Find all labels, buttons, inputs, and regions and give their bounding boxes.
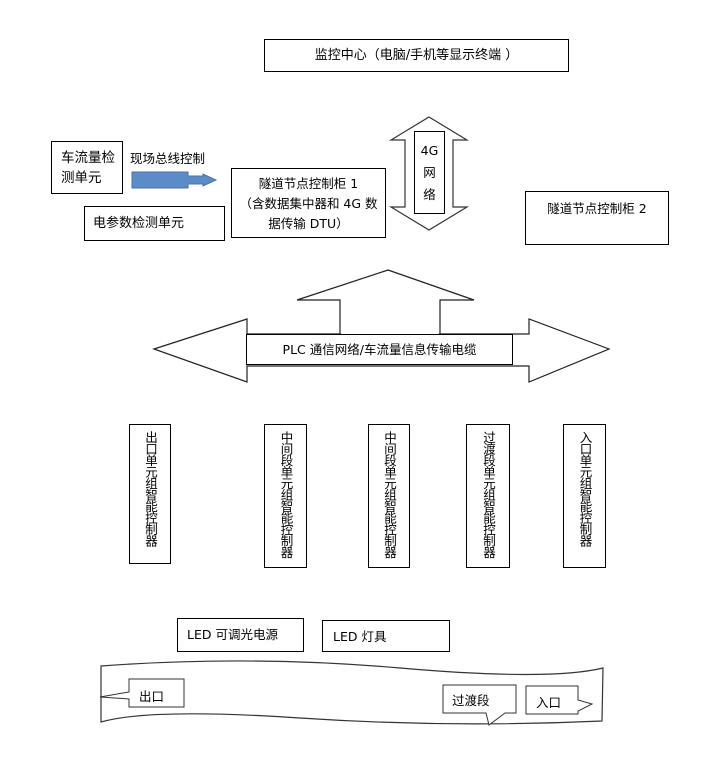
controller-transition[interactable]: 过渡段单元组智能控制器 [466,424,510,568]
network-4g-line3: 络 [423,187,436,202]
controller-middle-2-label: 中间段单元组智能控制器 [382,431,397,558]
transition-callout [442,684,517,726]
traffic-detector-box[interactable]: 车流量检 测单元 [51,141,123,194]
plc-up-arrow [296,269,475,335]
monitoring-center-label: 监控中心（电脑/手机等显示终端 ） [314,48,519,63]
plc-bus-box: PLC 通信网络/车流量信息传输电缆 [246,334,513,365]
led-lamp-label: LED 灯具 [333,629,387,644]
controller-transition-label: 过渡段单元组智能控制器 [481,431,496,558]
controller-exit-label: 出口单元组智能控制器 [143,431,158,546]
controller-exit[interactable]: 出口单元组智能控制器 [129,424,171,564]
network-4g-line1: 4G [420,143,439,158]
tunnel-transition-label: 过渡段 [452,693,490,708]
electric-detector-box[interactable]: 电参数检测单元 [84,206,225,241]
controller-middle-1[interactable]: 中间段单元组智能控制器 [264,424,307,568]
led-power-box[interactable]: LED 可调光电源 [177,618,304,652]
field-bus-label: 现场总线控制 [130,151,206,166]
traffic-detector-label-line1: 车流量检 [61,150,115,166]
tunnel-cabinet-1-line1: 隧道节点控制柜 1 [258,176,359,191]
plc-bus-label: PLC 通信网络/车流量信息传输电缆 [282,342,477,357]
monitoring-center-box[interactable]: 监控中心（电脑/手机等显示终端 ） [264,39,569,72]
tunnel-cabinet-2-label: 隧道节点控制柜 2 [547,201,647,216]
controller-entrance-label: 入口单元组智能控制器 [577,431,593,546]
exit-callout [99,678,185,708]
tunnel-cabinet-1-line2: （含数据集中器和 4G 数 [239,196,378,211]
controller-entrance[interactable]: 入口单元组智能控制器 [563,424,606,568]
entrance-callout [525,685,594,715]
field-bus-arrow [131,171,218,189]
network-4g-box: 4G 网 络 [414,131,445,214]
tunnel-cabinet-2-box[interactable]: 隧道节点控制柜 2 [525,191,669,245]
controller-middle-1-label: 中间段单元组智能控制器 [278,431,294,558]
tunnel-entrance-label: 入口 [536,695,562,710]
led-power-label: LED 可调光电源 [187,627,278,642]
tunnel-cabinet-1-line3: 据传输 DTU） [268,216,349,231]
tunnel-exit-label: 出口 [139,689,165,704]
controller-middle-2[interactable]: 中间段单元组智能控制器 [368,424,410,568]
tunnel-cabinet-1-box[interactable]: 隧道节点控制柜 1 （含数据集中器和 4G 数 据传输 DTU） [231,168,386,238]
electric-detector-label: 电参数检测单元 [93,216,185,231]
traffic-detector-label-line2: 测单元 [61,170,102,186]
led-lamp-box[interactable]: LED 灯具 [322,620,450,652]
network-4g-line2: 网 [423,165,436,180]
